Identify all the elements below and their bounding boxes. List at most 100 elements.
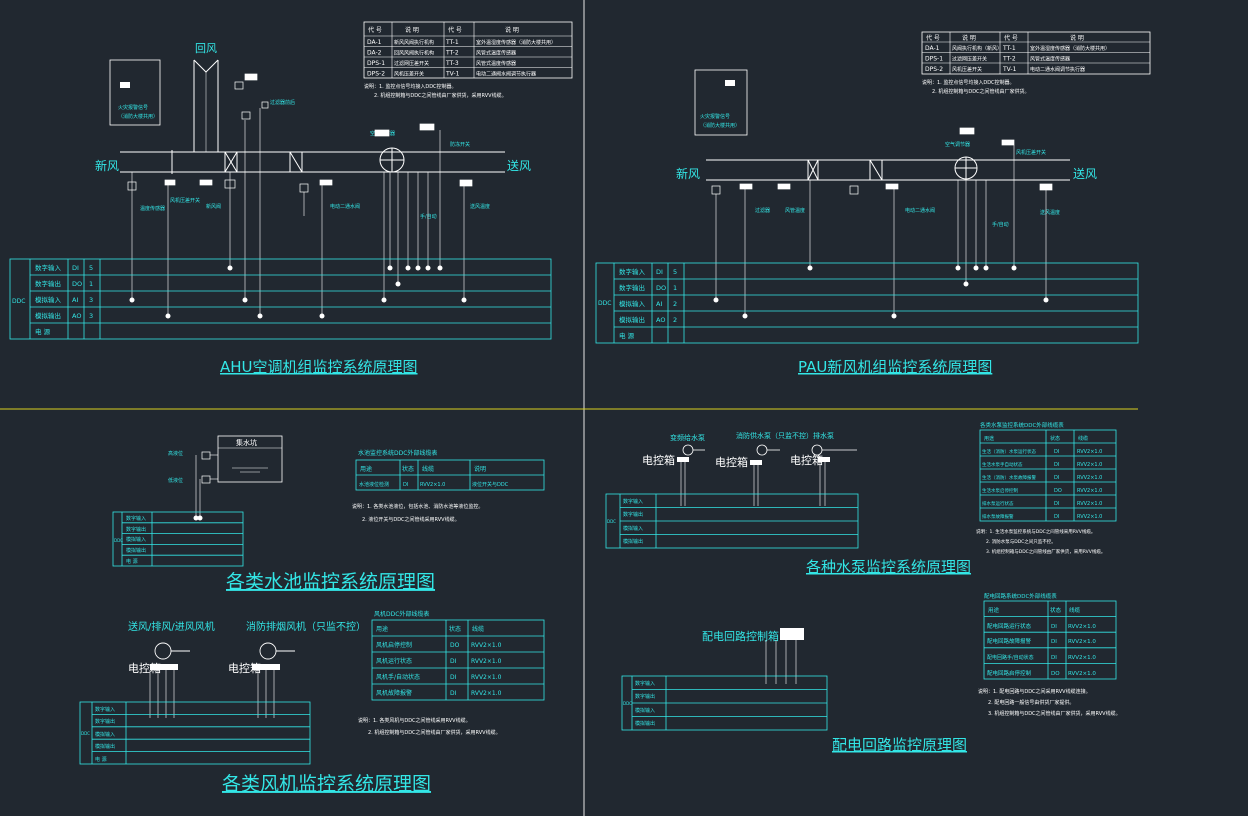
pau-legend-cell: 电动二通水阀调节执行器: [1030, 66, 1085, 73]
pau-callout: 电动二通水阀: [905, 207, 935, 214]
fans-title: 各类风机监控系统原理图: [222, 773, 431, 795]
pump-row-label: 数字输入: [623, 498, 643, 505]
tank-ddc-label: DDC: [114, 538, 123, 543]
ahu-signal-lines: [131, 108, 465, 316]
fan-th: 线缆: [472, 625, 484, 633]
pau-ddc-label: DDC: [598, 300, 611, 307]
pau-row-code: DO: [656, 284, 666, 292]
pau-callout: 风机压差开关: [1016, 149, 1046, 156]
power-title: 配电回路监控原理图: [832, 736, 967, 754]
power-td: DI: [1051, 624, 1057, 630]
ahu-legend-table: 代 号 说 明 代 号 说 明 DA-1 新风风阀执行机构 TT-1 室外温湿度…: [363, 21, 573, 79]
fan-icons: [154, 642, 295, 660]
ahu-legend-cell: 风机压差开关: [394, 71, 424, 78]
tank-th: 状态: [402, 465, 414, 473]
power-row-label: 数字输入: [635, 680, 655, 687]
power-th: 状态: [1050, 606, 1062, 614]
pump-panel-2: 电控箱: [715, 455, 748, 469]
pump-panel-1: 电控箱: [642, 453, 675, 467]
ahu-note-2: 2. 机组控制箱与DDC之间管线由厂家供货，采用RVV线缆。: [374, 92, 507, 99]
power-td: 配电回路手/自动状态: [987, 654, 1034, 661]
power-table-title: 配电回路系统DDC外部线缆表: [984, 592, 1057, 600]
power-ddc-table: [621, 675, 828, 731]
tank-high-level: 高液位: [168, 450, 183, 457]
pau-legend-cell: DA-1: [925, 45, 940, 52]
pau-callout: 送风温度: [1040, 209, 1060, 216]
ahu-return-duct: [193, 59, 219, 73]
tank-box: [217, 435, 283, 483]
pau-supply-air-label: 送风: [1073, 166, 1097, 181]
pau-legend-h1: 代 号: [926, 34, 940, 42]
pump-td: RVV2×1.0: [1077, 462, 1102, 468]
pump-td: 生活水泵启停控制: [982, 487, 1018, 494]
pau-legend-cell: 风机压差开关: [952, 66, 982, 73]
pau-ddc-table: [595, 262, 1139, 344]
power-td: 配电回路故障报警: [987, 637, 1032, 645]
ahu-callout: 防冻开关: [450, 141, 470, 148]
ahu-legend-cell: TT-3: [445, 60, 459, 67]
ahu-legend-cell: 室外温湿度传感器（消防大楼共用）: [476, 39, 556, 46]
ahu-legend-cell: TV-1: [445, 71, 460, 78]
fan-th: 用途: [376, 625, 388, 633]
ahu-row-label: 模拟输出: [35, 311, 61, 320]
pau-row-code: DI: [656, 268, 663, 276]
pau-row-label: 数字输入: [619, 267, 646, 276]
pau-legend-table: 代 号 说 明 代 号 说 明 DA-1 风阀执行机构（新风） TT-1 室外温…: [921, 31, 1151, 75]
pumps-title: 各种水泵监控系统原理图: [806, 558, 971, 576]
tank-row-label: 模拟输入: [126, 536, 146, 543]
fan-ddc-table: [79, 701, 311, 765]
ahu-legend-cell: DPS-2: [367, 71, 385, 78]
tank-note-2: 2. 液位开关与DDC之间管线采用RVV线缆。: [362, 516, 460, 523]
pau-row-label: 模拟输入: [619, 299, 646, 308]
water-tank-diagram: 集水坑 高液位 低液位 DDC 数字输入 数字输出 模拟输入 模拟输出 电 源: [112, 435, 545, 593]
ahu-legend-cell: 风管式温度传感器: [476, 50, 516, 57]
power-td: DI: [1051, 655, 1057, 661]
pau-callout: 空气调节器: [945, 141, 970, 148]
ahu-fire-alarm-box: [109, 59, 161, 126]
fan-table-title: 风机DDC外部线缆表: [374, 610, 429, 618]
power-panel-label: 配电回路控制箱: [702, 629, 779, 643]
tank-row-label: 数字输出: [126, 526, 146, 533]
pau-row-num: 5: [673, 268, 677, 276]
pau-legend-cell: TV-1: [1002, 66, 1017, 73]
pau-main-duct: [706, 156, 1070, 181]
power-td: RVV2×1.0: [1068, 671, 1096, 677]
pau-callout: 过滤器: [755, 207, 770, 214]
ahu-fire-alarm-sub: （消防大楼共用）: [118, 113, 158, 120]
fan-row-label: 数字输出: [95, 718, 115, 725]
pau-legend-h4: 说 明: [1070, 34, 1084, 42]
fan-td: DI: [450, 690, 457, 697]
ahu-main-duct: [120, 147, 505, 174]
ahu-row-num: 5: [89, 264, 93, 272]
ahu-row-label: 电 源: [35, 327, 51, 336]
tank-ddc-table: [112, 511, 244, 567]
tank-table-title: 水池监控系统DDC外部线缆表: [358, 449, 437, 457]
fan-td: DO: [450, 642, 460, 649]
ahu-fire-alarm-label: 火灾报警信号: [118, 104, 148, 111]
ahu-row-label: 模拟输入: [35, 295, 62, 304]
ahu-legend-h2: 说 明: [405, 26, 419, 34]
fan-td: RVV2×1.0: [471, 674, 502, 681]
pau-legend-cell: 过滤网压差开关: [952, 56, 987, 63]
ahu-row-code: AI: [72, 296, 78, 304]
fan-ddc-label: DDC: [81, 731, 90, 736]
tank-low-level: 低液位: [168, 477, 183, 484]
ahu-row-num: 1: [89, 280, 93, 288]
pump-row-label: 数字输出: [623, 511, 643, 518]
pau-note-1: 说明：1. 监控点信号均接入DDC控制器。: [922, 79, 1015, 86]
ahu-row-code: DI: [72, 264, 79, 272]
ahu-row-code: DO: [72, 280, 82, 288]
ahu-legend-cell: DPS-1: [367, 60, 385, 67]
power-td: DI: [1051, 639, 1057, 645]
ahu-callout: 电动二通水阀: [330, 203, 360, 210]
tank-td: 水池液位检测: [359, 481, 389, 488]
ahu-title: AHU空调机组监控系统原理图: [220, 358, 418, 376]
pau-legend-cell: 风管式温度传感器: [1030, 56, 1070, 63]
pump-td: RVV2×1.0: [1077, 475, 1102, 481]
pau-legend-cell: TT-1: [1002, 45, 1016, 52]
tank-th: 说明: [474, 465, 486, 473]
pau-row-num: 2: [673, 316, 677, 324]
power-td: DO: [1051, 671, 1060, 677]
fan-td: 风机运行状态: [376, 657, 412, 665]
